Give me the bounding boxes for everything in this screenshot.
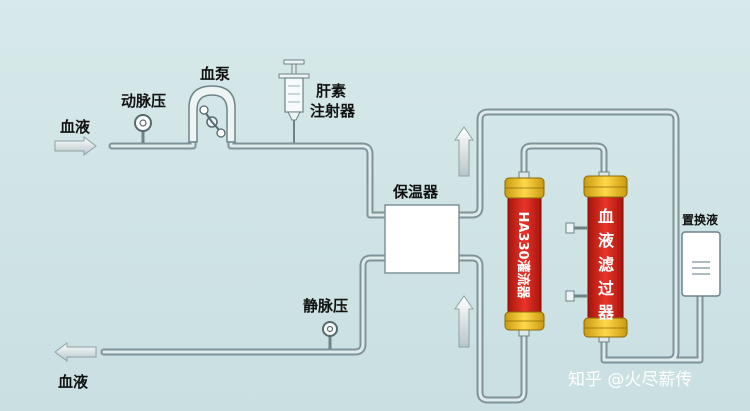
replacement-fluid-bag xyxy=(681,231,721,297)
watermark-text: 知乎 @火尽薪传 xyxy=(568,370,692,390)
svg-text:血: 血 xyxy=(598,207,614,226)
heparin-syringe xyxy=(278,59,310,143)
heparin-label-line1: 肝素 xyxy=(316,82,346,100)
flow-arrow-up-icon xyxy=(454,295,474,348)
adsorber-label: HA330灌流器 xyxy=(515,211,531,299)
flow-arrow-in-icon xyxy=(54,136,97,156)
flow-arrow-up-icon xyxy=(454,126,474,177)
venous-pressure-label: 静脉压 xyxy=(303,297,348,315)
hemofilter-cartridge xyxy=(565,171,628,343)
blood-pump xyxy=(188,85,236,143)
tubing xyxy=(100,108,704,404)
warmer-label: 保温器 xyxy=(392,183,439,201)
svg-text:器: 器 xyxy=(597,303,615,322)
svg-text:过: 过 xyxy=(598,279,614,298)
svg-text:滤: 滤 xyxy=(598,255,614,274)
venous-pressure-gauge xyxy=(322,321,338,349)
blood-outflow-label: 血液 xyxy=(58,373,89,391)
svg-text:液: 液 xyxy=(598,231,615,250)
replacement-fluid-label: 置换液 xyxy=(682,212,718,227)
heparin-label-line2: 注射器 xyxy=(310,102,356,120)
blood-inflow-label: 血液 xyxy=(60,118,91,136)
arterial-pressure-label: 动脉压 xyxy=(121,92,166,110)
blood-pump-label: 血泵 xyxy=(200,65,230,83)
warmer-box xyxy=(384,204,460,274)
flow-arrow-out-icon xyxy=(54,342,97,362)
adsorber-cartridge xyxy=(504,171,545,337)
filter-label: 血 液 滤 过 器 xyxy=(597,207,615,322)
arterial-pressure-gauge xyxy=(134,114,152,143)
